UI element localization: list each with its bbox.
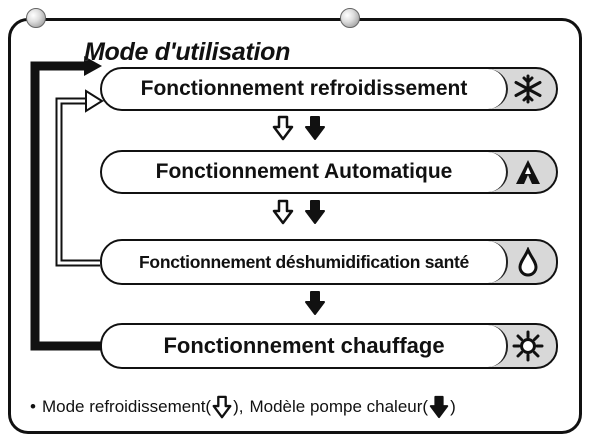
solid-down-arrow-icon xyxy=(305,291,325,315)
sun-icon xyxy=(506,325,550,367)
hollow-down-arrow-icon xyxy=(272,115,294,141)
legend-hollow-arrow-icon xyxy=(212,395,232,419)
legend-bullet: • xyxy=(30,397,36,416)
water-drop-icon xyxy=(506,241,550,283)
mode-cooling-label: Fonctionnement refroidissement xyxy=(102,69,508,109)
automatic-icon xyxy=(506,152,550,192)
legend-close: ) xyxy=(450,397,456,416)
arrow-pair-2 xyxy=(272,199,326,225)
arrow-single-3 xyxy=(304,290,326,316)
solid-down-arrow-icon xyxy=(305,116,325,140)
solid-down-arrow-icon xyxy=(305,200,325,224)
legend-solid-arrow-icon xyxy=(429,395,449,419)
legend-separator: ), xyxy=(233,397,244,416)
mode-automatic-label: Fonctionnement Automatique xyxy=(102,152,508,192)
legend-heatpump-text: Modèle pompe chaleur( xyxy=(249,397,429,416)
left-pin-icon xyxy=(26,8,46,28)
mode-dehumidification: Fonctionnement déshumidification santé xyxy=(100,239,558,285)
legend: • Mode refroidissement( ), Modèle pompe … xyxy=(30,395,456,419)
hollow-down-arrow-icon xyxy=(272,199,294,225)
panel-title: Mode d'utilisation xyxy=(84,38,291,66)
mode-cooling: Fonctionnement refroidissement xyxy=(100,67,558,111)
legend-cooling-text: Mode refroidissement( xyxy=(41,397,212,416)
right-pin-icon xyxy=(340,8,360,28)
snowflake-icon xyxy=(506,69,550,109)
mode-heating-label: Fonctionnement chauffage xyxy=(102,325,508,367)
mode-automatic: Fonctionnement Automatique xyxy=(100,150,558,194)
mode-dehumidification-label: Fonctionnement déshumidification santé xyxy=(102,241,508,283)
arrow-pair-1 xyxy=(272,115,326,141)
mode-heating: Fonctionnement chauffage xyxy=(100,323,558,369)
